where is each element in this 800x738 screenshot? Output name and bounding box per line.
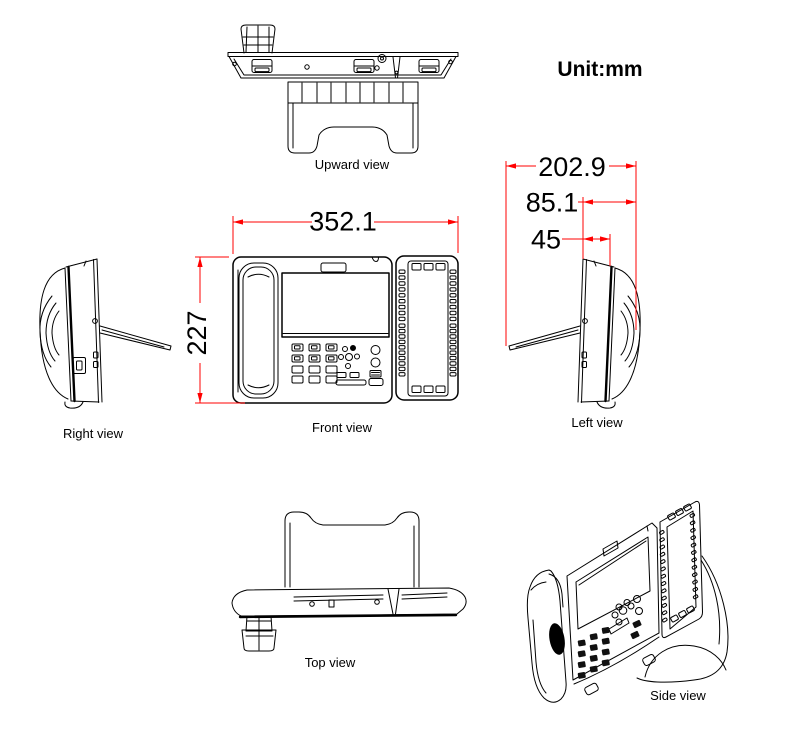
front-width-dimension: 352.1 xyxy=(232,207,459,254)
front-view-label: Front view xyxy=(312,420,373,435)
left-depth-dimensions: 202.9 85.1 45 xyxy=(505,152,637,346)
left-overall-depth-value: 202.9 xyxy=(538,152,606,182)
front-module-pills xyxy=(398,269,457,377)
top-view-drawing xyxy=(231,511,467,652)
front-height-dimension: 227 xyxy=(182,256,245,404)
front-height-value: 227 xyxy=(182,310,212,355)
front-view-drawing xyxy=(232,255,459,404)
front-width-value: 352.1 xyxy=(309,207,377,237)
side-view-label: Side view xyxy=(650,688,706,703)
front-keypad-grid xyxy=(291,343,338,384)
left-body-depth-value: 85.1 xyxy=(526,188,579,218)
upward-view-label: Upward view xyxy=(315,157,390,172)
right-view-label: Right view xyxy=(63,426,124,441)
unit-label: Unit:mm xyxy=(557,58,642,81)
upward-view-drawing xyxy=(227,24,459,154)
left-view-label: Left view xyxy=(571,415,623,430)
left-view-drawing xyxy=(507,257,642,410)
side-view-drawing xyxy=(526,500,729,703)
side-keypad-keys xyxy=(577,619,642,679)
right-view-drawing xyxy=(38,257,173,410)
top-view-label: Top view xyxy=(305,655,356,670)
side-module-endkeys xyxy=(667,503,695,623)
left-top-depth-value: 45 xyxy=(531,225,561,255)
side-module-pills xyxy=(659,512,699,623)
